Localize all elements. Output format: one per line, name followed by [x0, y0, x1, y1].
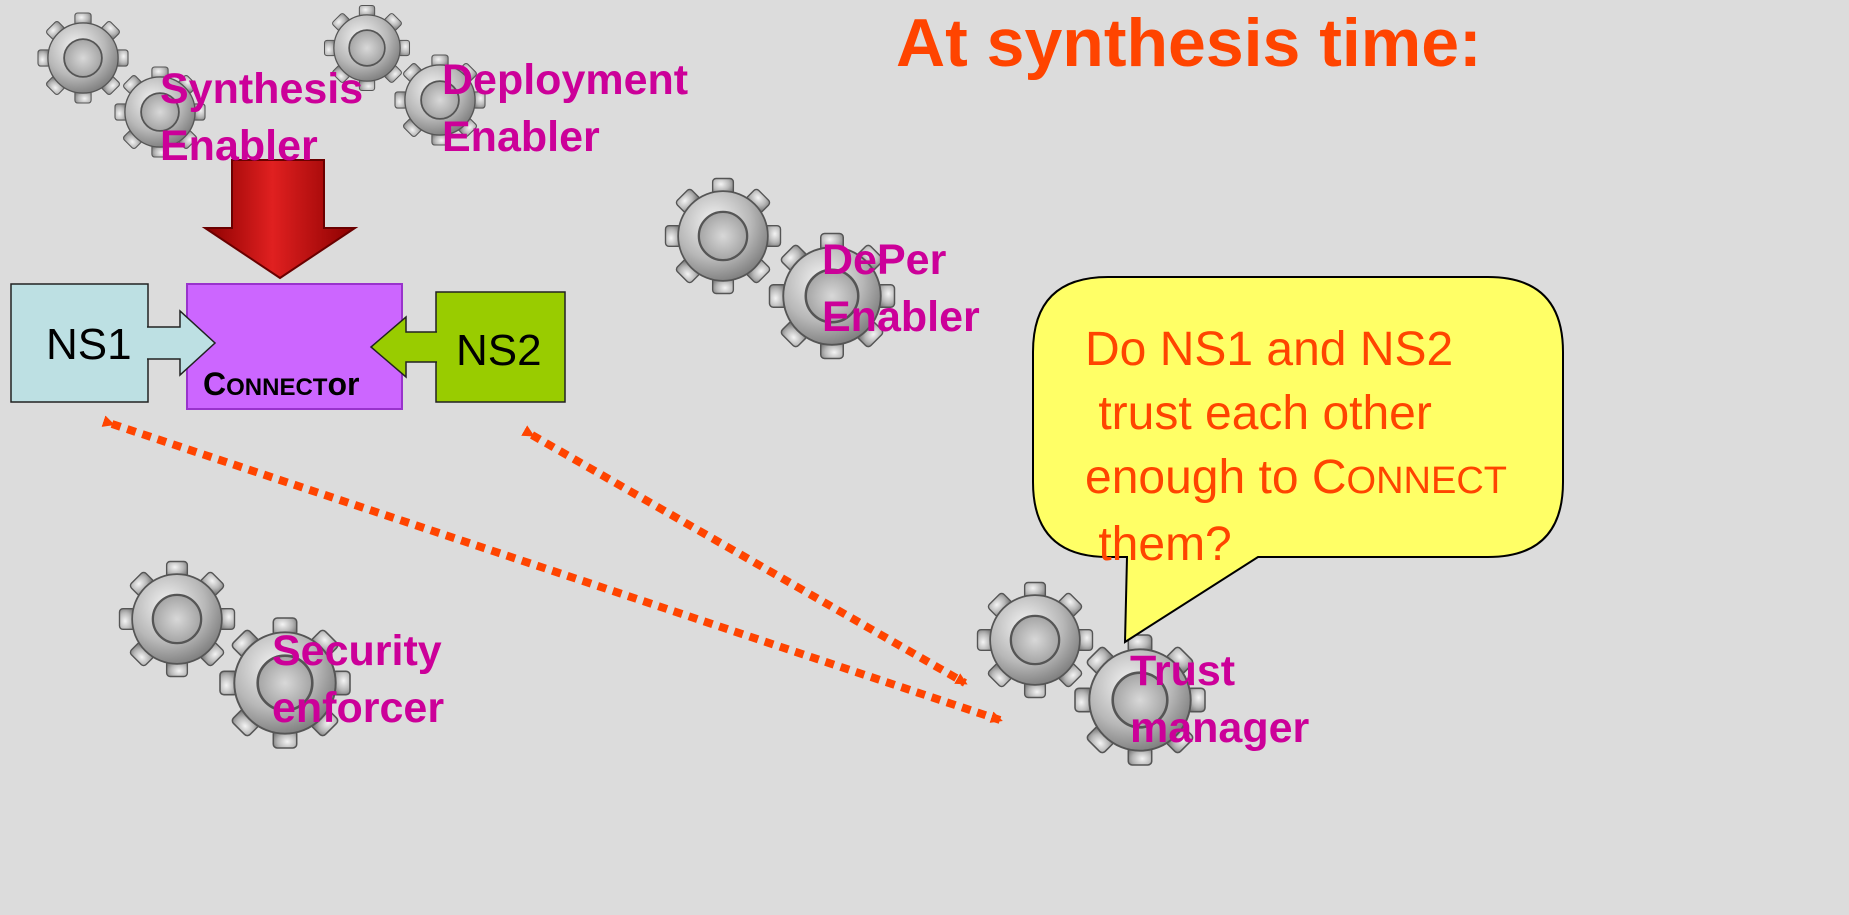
ns1-arrow [147, 309, 217, 377]
ns2-label: NS2 [456, 326, 542, 375]
connector-label: CONNECTor [203, 366, 359, 403]
ns1-label: NS1 [46, 320, 132, 369]
trust-manager-label: Trust manager [1130, 647, 1310, 752]
red-down-arrow [201, 159, 359, 280]
deployment-enabler-label: Deployment Enabler [442, 56, 689, 161]
security-enforcer-label: Security enforcer [272, 627, 445, 732]
question-line-2: trust each other [1085, 387, 1432, 440]
synthesis-enabler-label: Synthesis Enabler [160, 65, 364, 170]
speech-bubble [1032, 276, 1564, 644]
question-line-1: Do NS1 and NS2 [1085, 323, 1454, 376]
bubble-question: Do NS1 and NS2 trust each other enough t… [1085, 318, 1507, 577]
connector-label-rest: ONNECT [226, 374, 328, 401]
connector-label-first: C [203, 366, 227, 402]
ns2-arrow [369, 315, 437, 379]
deper-enabler-label: DePer Enabler [822, 236, 980, 341]
connector-label-tail: or [327, 366, 360, 402]
question-line-3a: enough to C [1085, 451, 1347, 504]
dotted-arrow-ns2-trust [521, 425, 968, 687]
slide-title: At synthesis time: [896, 5, 1482, 81]
ns1-box [10, 283, 149, 403]
question-line-3b: ONNECT [1346, 460, 1507, 502]
ns2-box [435, 291, 566, 403]
question-line-4: them? [1085, 518, 1232, 571]
